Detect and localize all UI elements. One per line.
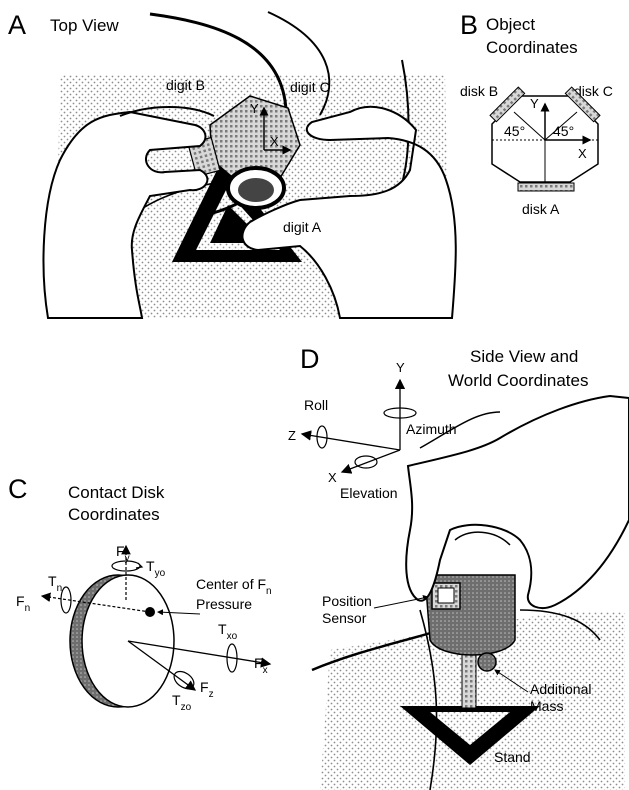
panel-d-axis-y: Y xyxy=(396,360,405,375)
label-center-of-pressure-2: Pressure xyxy=(196,596,252,612)
panel-d-axis-z: Z xyxy=(288,428,296,443)
panel-d-title-2: World Coordinates xyxy=(448,371,588,390)
label-disk-a: disk A xyxy=(522,201,560,217)
panel-d-title-1: Side View and xyxy=(470,347,578,366)
label-additional-mass-2: Mass xyxy=(530,698,563,714)
panel-b-axis-x: X xyxy=(578,146,587,161)
panel-b-angle-right: 45° xyxy=(553,123,574,139)
label-azimuth: Azimuth xyxy=(406,421,457,437)
panel-b: B Object Coordinates disk B disk C Y X 4… xyxy=(460,10,613,217)
panel-a: A Top View Y X digit B digit C digit A xyxy=(8,10,456,318)
panel-a-title: Top View xyxy=(50,16,119,35)
label-additional-mass-1: Additional xyxy=(530,681,592,697)
label-stand: Stand xyxy=(494,749,531,765)
panel-c-title-1: Contact Disk xyxy=(68,483,165,502)
panel-a-axis-x: X xyxy=(270,134,279,149)
label-disk-b: disk B xyxy=(460,83,498,99)
panel-b-angle-left: 45° xyxy=(504,123,525,139)
label-position-sensor-2: Sensor xyxy=(322,610,367,626)
label-digit-c: digit C xyxy=(290,79,330,95)
label-elevation: Elevation xyxy=(340,485,398,501)
panel-c-letter: C xyxy=(8,474,28,504)
additional-mass xyxy=(478,653,496,671)
panel-d-letter: D xyxy=(300,344,320,374)
panel-b-axis-y: Y xyxy=(530,96,539,111)
panel-b-letter: B xyxy=(460,10,478,40)
label-roll: Roll xyxy=(304,397,328,413)
label-digit-b: digit B xyxy=(166,77,205,93)
label-fn: Fn xyxy=(16,593,30,614)
disk-a-shape xyxy=(518,183,574,191)
label-digit-a: digit A xyxy=(283,219,322,235)
label-fx: Fx xyxy=(254,655,268,676)
panel-b-title-2: Coordinates xyxy=(486,38,578,57)
panel-c: C Contact Disk Coordinates Fy Tyo Tn Fn … xyxy=(8,474,272,713)
label-position-sensor-1: Position xyxy=(322,593,372,609)
panel-a-axis-y: Y xyxy=(250,101,259,116)
panel-d-axis-x: X xyxy=(328,470,337,485)
panel-b-title-1: Object xyxy=(486,15,535,34)
label-tyo: Tyo xyxy=(146,558,166,579)
panel-d: D Side View and World Coordinates Y Z X … xyxy=(288,344,629,790)
label-center-of-pressure-1: Center of Fn xyxy=(196,576,272,597)
label-tzo: Tzo xyxy=(172,692,192,713)
label-txo: Txo xyxy=(218,621,238,642)
label-tn: Tn xyxy=(48,573,62,594)
panel-c-title-2: Coordinates xyxy=(68,505,160,524)
label-fz: Fz xyxy=(200,679,214,700)
panel-a-letter: A xyxy=(8,10,26,40)
